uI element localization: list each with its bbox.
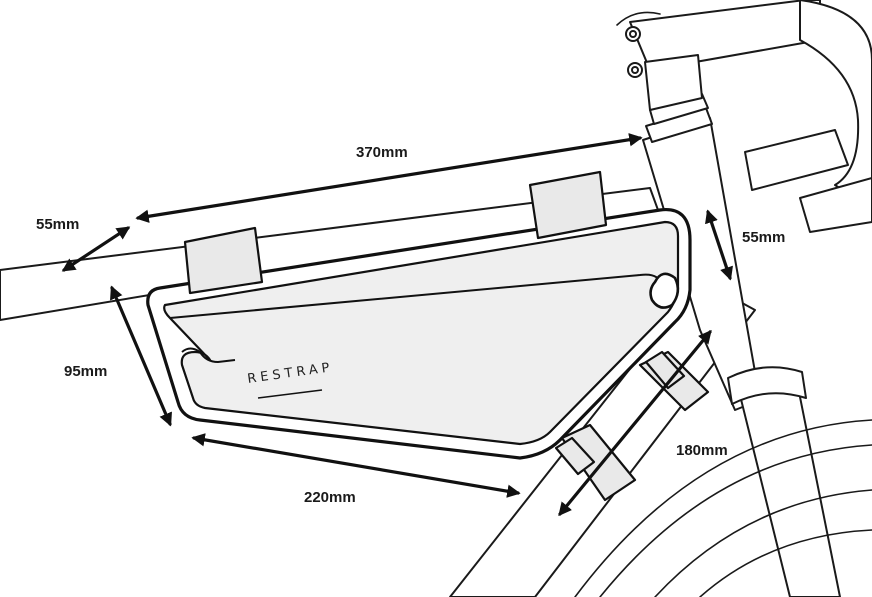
arrow-width-right xyxy=(705,209,733,281)
brake-lever-2 xyxy=(799,177,872,233)
label-front-height: 95mm xyxy=(64,363,107,380)
label-width-right: 55mm xyxy=(742,229,785,246)
arrow-width-left xyxy=(61,226,131,272)
label-width-left: 55mm xyxy=(36,216,79,233)
brand-underline xyxy=(257,389,323,399)
strap-top-right xyxy=(528,170,608,240)
bag-window-curve xyxy=(181,347,236,364)
fork xyxy=(734,371,841,597)
stem-bolts xyxy=(616,11,661,78)
label-down-tube: 180mm xyxy=(676,442,728,459)
arrow-top-length xyxy=(135,133,643,223)
handlebar xyxy=(799,0,872,211)
frame-bag: RESTRAP xyxy=(146,207,692,460)
strap-top-left xyxy=(183,226,264,295)
arrow-down-tube xyxy=(558,329,712,517)
front-wheel xyxy=(574,419,872,597)
zip-puller xyxy=(649,272,680,309)
fork-crown xyxy=(727,366,807,405)
arrow-bottom-length xyxy=(191,433,521,498)
label-top-length: 370mm xyxy=(356,144,408,161)
arrow-front-height xyxy=(110,285,172,427)
dimension-arrows xyxy=(61,133,733,517)
label-bottom-length: 220mm xyxy=(304,489,356,506)
brake-lever xyxy=(744,129,849,191)
dimension-labels: 370mm 55mm 55mm 95mm 220mm 180mm xyxy=(36,144,785,506)
steerer xyxy=(644,54,703,111)
